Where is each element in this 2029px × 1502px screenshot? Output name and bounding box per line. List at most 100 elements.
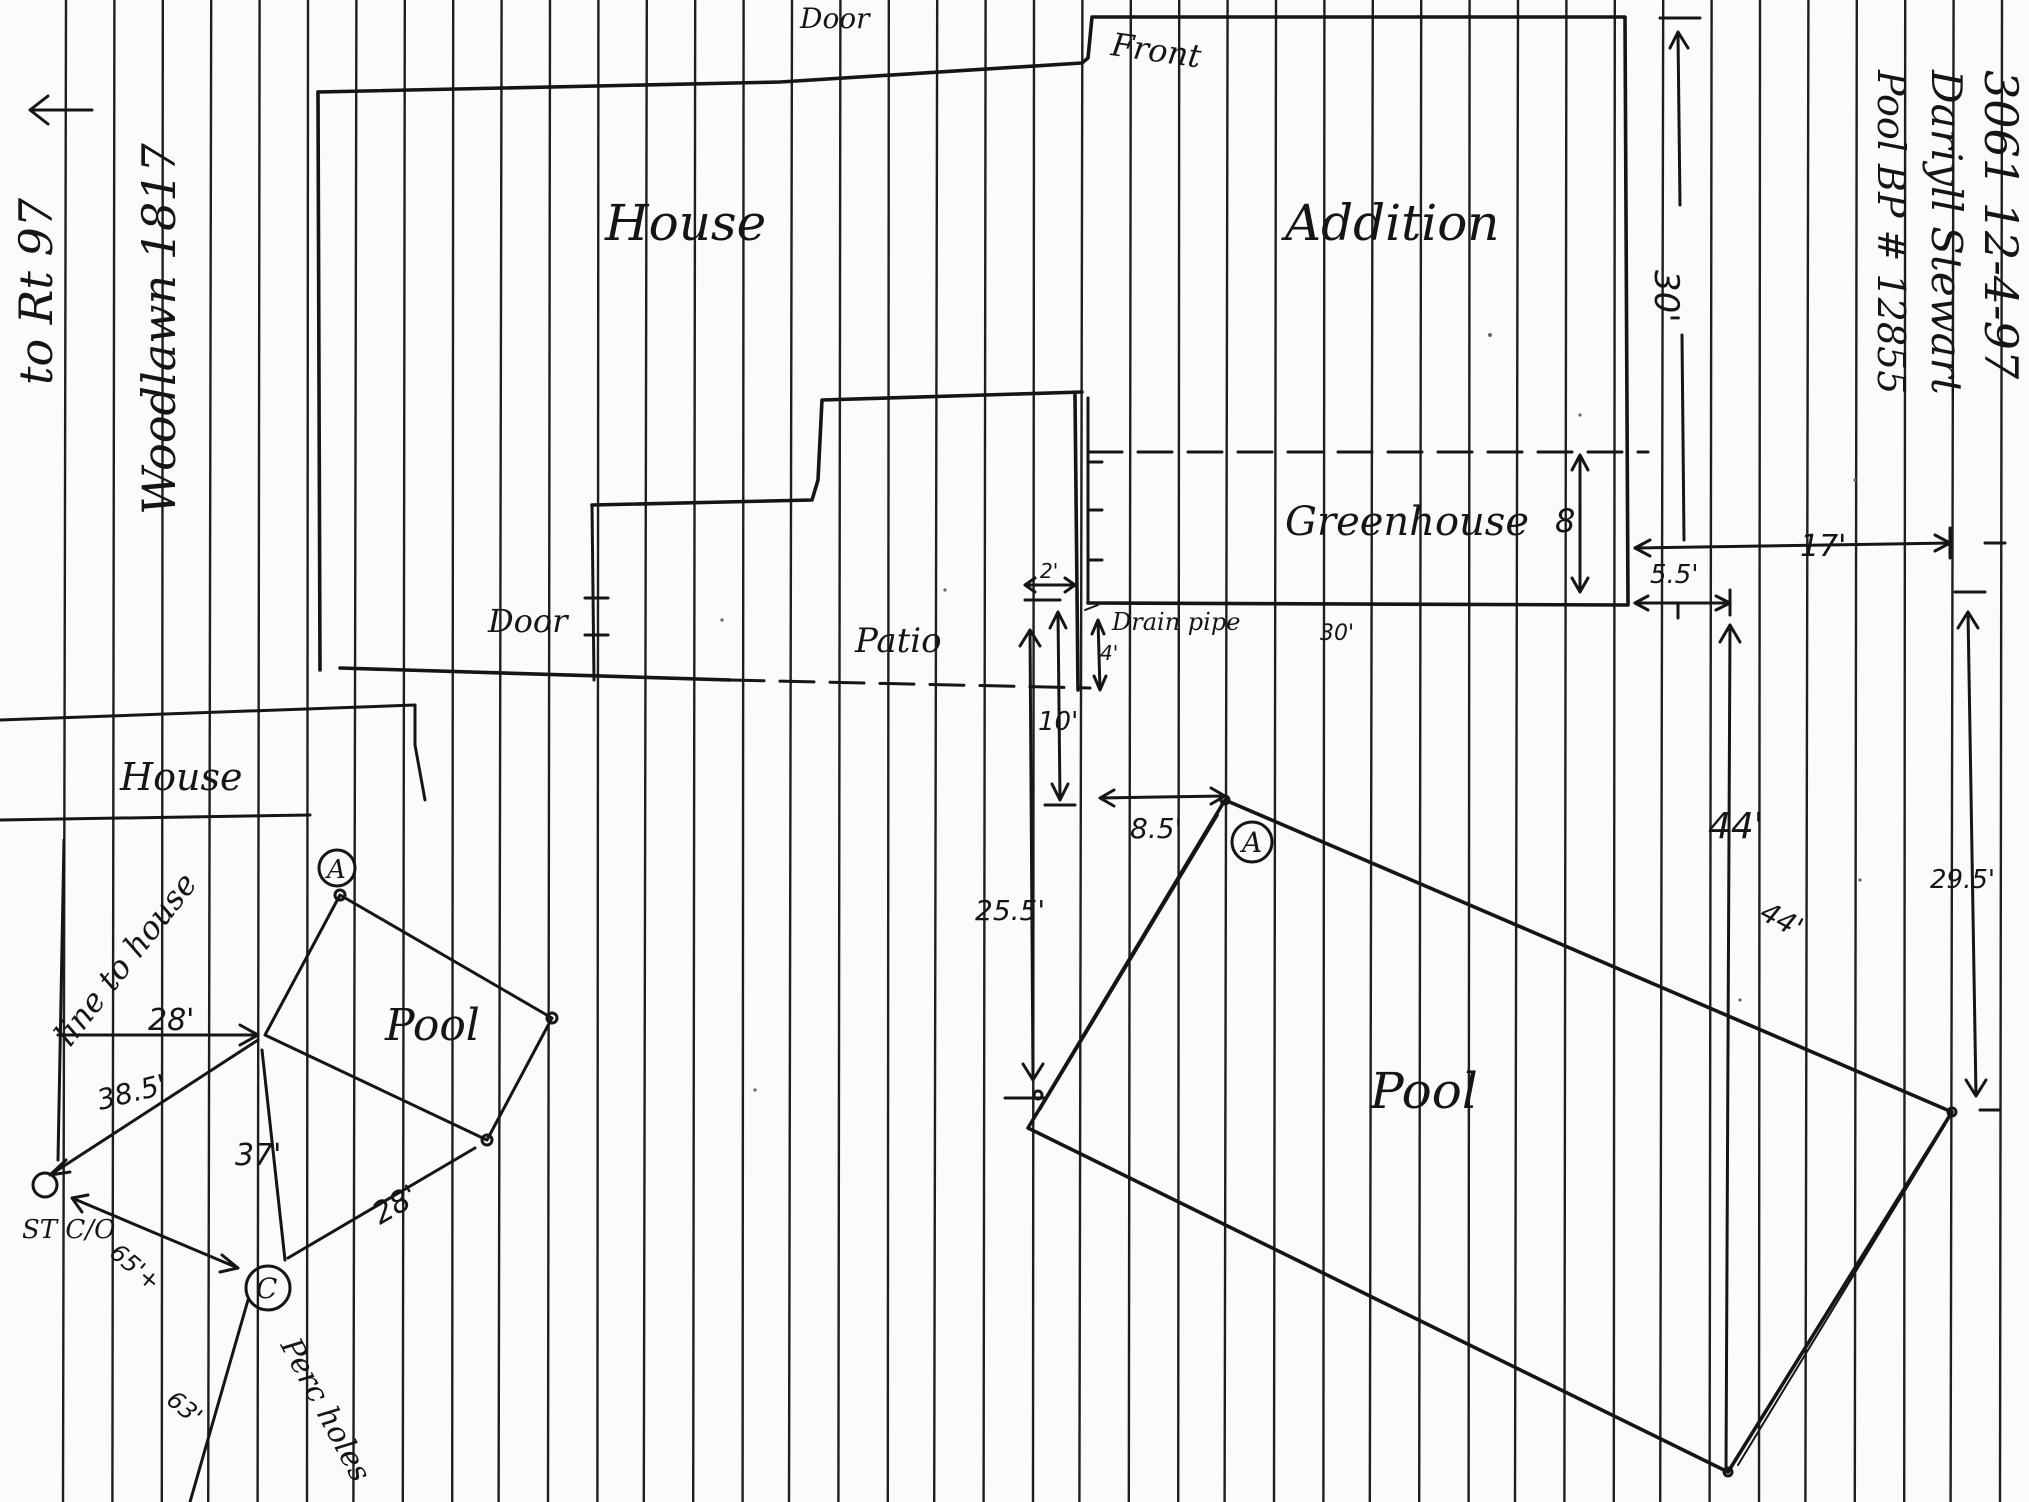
dim-63: 63' bbox=[161, 1385, 207, 1430]
paper-rule-line bbox=[1998, 0, 2004, 1502]
road-direction-arrow bbox=[28, 94, 94, 126]
paper-rule-line bbox=[451, 0, 455, 1502]
dim-8: 8' bbox=[1555, 502, 1584, 540]
header-line-2: Dariyll Stewart bbox=[1922, 69, 1971, 395]
small-pool-shape bbox=[263, 888, 559, 1147]
paper-rule-line bbox=[1708, 0, 1713, 1502]
paper-rule-line bbox=[886, 0, 890, 1502]
dim-4: 4' bbox=[1100, 641, 1118, 665]
label-greenhouse: Greenhouse bbox=[1285, 499, 1529, 545]
paper-rule-line bbox=[1031, 0, 1036, 1502]
dim-2: 2' bbox=[1040, 559, 1058, 583]
dim-10: 10' bbox=[1038, 707, 1078, 737]
label-house-small: House bbox=[119, 755, 242, 799]
paper-rule-line bbox=[206, 0, 213, 1502]
dim-8-arrow bbox=[1570, 453, 1590, 594]
paper-rule-line bbox=[1658, 0, 1665, 1502]
dim-8-5-arrow bbox=[1098, 786, 1227, 808]
dim-30-arrow bbox=[1658, 16, 1702, 542]
dim-28a: 28' bbox=[148, 1003, 194, 1038]
paper-rule-line bbox=[1563, 0, 1568, 1502]
dim-8-5: 8.5' bbox=[1130, 812, 1182, 845]
paper-rule-line bbox=[933, 0, 939, 1502]
paper-rule-line bbox=[741, 0, 745, 1502]
label-front: Front bbox=[1108, 25, 1204, 75]
paper-rule-line bbox=[1322, 0, 1326, 1502]
header-line-1: 3061 12-4-97 bbox=[1974, 70, 2028, 380]
paper-rule-line bbox=[305, 0, 310, 1502]
dim-17: 17' bbox=[1800, 529, 1846, 564]
small-plan-lines bbox=[31, 848, 477, 1502]
paper-rule-line bbox=[1417, 0, 1423, 1502]
paper-rule-line bbox=[1467, 0, 1471, 1502]
dim-44b: 44' bbox=[1755, 895, 1809, 944]
label-pool-small: Pool bbox=[384, 1000, 480, 1051]
marker-a-main bbox=[1230, 820, 1274, 864]
dim-44a: 44' bbox=[1708, 806, 1764, 847]
dim-cluster-patio bbox=[1003, 576, 1108, 1100]
house-outline bbox=[316, 15, 1630, 692]
label-house: House bbox=[604, 194, 766, 252]
road-direction: to Rt 97 bbox=[9, 197, 63, 385]
paper-rule-line bbox=[1902, 0, 1907, 1502]
main-pool-shape bbox=[1026, 794, 1958, 1478]
paper-rule-line bbox=[1513, 0, 1520, 1502]
paper-rule-line bbox=[546, 0, 552, 1502]
paper-rule-line bbox=[692, 0, 697, 1502]
ruled-paper-lines bbox=[61, 0, 2004, 1502]
paper-rule-line bbox=[787, 0, 794, 1502]
dim-38-5: 38.5' bbox=[94, 1068, 170, 1117]
scan-specks bbox=[720, 333, 1862, 1092]
paper-rule-line bbox=[1127, 0, 1133, 1502]
header-line-3: Pool BP # 12855 bbox=[1869, 69, 1913, 394]
paper-rule-line bbox=[642, 0, 648, 1502]
paper-rule-line bbox=[1272, 0, 1278, 1502]
dim-28b: 28' bbox=[367, 1178, 425, 1232]
marker-c-label: C bbox=[256, 1272, 277, 1305]
paper-rule-line bbox=[1368, 0, 1375, 1502]
dim-44-arrow bbox=[1718, 623, 1742, 1474]
dim-5-5: 5.5' bbox=[1650, 560, 1699, 590]
road-edge bbox=[0, 703, 427, 1162]
dim-29-5: 29.5' bbox=[1930, 865, 1995, 895]
paper-rule-line bbox=[256, 0, 261, 1502]
label-drain-pipe: Drain pipe bbox=[1111, 608, 1240, 636]
dim-30b: 30' bbox=[1320, 621, 1354, 646]
dim-29-5-arrow bbox=[1953, 590, 2002, 1112]
road-name: Woodlawn 1817 bbox=[132, 142, 186, 515]
label-door-top: Door bbox=[799, 2, 871, 35]
paper-rule-line bbox=[1949, 0, 1955, 1502]
dim-37: 37' bbox=[235, 1138, 281, 1173]
dim-5-5-arrow bbox=[1633, 588, 1732, 620]
paper-rule-line bbox=[982, 0, 987, 1502]
paper-rule-line bbox=[596, 0, 600, 1502]
paper-rule-line bbox=[1757, 0, 1762, 1502]
label-perc-holes: Perc holes bbox=[272, 1331, 377, 1487]
label-door-left: Door bbox=[487, 602, 569, 640]
paper-rule-line bbox=[401, 0, 406, 1502]
dim-17-arrow bbox=[1633, 526, 2007, 560]
label-addition: Addition bbox=[1281, 194, 1500, 252]
dim-30: 30' bbox=[1646, 270, 1686, 323]
label-pool-main: Pool bbox=[1369, 1062, 1478, 1120]
paper-rule-line bbox=[497, 0, 503, 1502]
paper-rule-line bbox=[1176, 0, 1181, 1502]
dim-25-5: 25.5' bbox=[975, 894, 1045, 927]
marker-a-main-label: A bbox=[1239, 826, 1262, 859]
paper-rule-line bbox=[111, 0, 116, 1502]
paper-rule-line bbox=[352, 0, 358, 1502]
marker-a-small-label: A bbox=[325, 855, 346, 885]
paper-rule-line bbox=[1223, 0, 1229, 1502]
paper-rule-line bbox=[1853, 0, 1859, 1502]
paper-rule-line bbox=[837, 0, 842, 1502]
paper-rule-line bbox=[1612, 0, 1617, 1502]
paper-rule-line bbox=[1078, 0, 1084, 1502]
patio-outline bbox=[583, 390, 1084, 682]
paper-rule-line bbox=[160, 0, 165, 1502]
label-st-co: ST C/O bbox=[22, 1215, 115, 1245]
paper-rule-line bbox=[61, 0, 68, 1502]
label-patio: Patio bbox=[854, 621, 942, 661]
paper-rule-line bbox=[1804, 0, 1810, 1502]
